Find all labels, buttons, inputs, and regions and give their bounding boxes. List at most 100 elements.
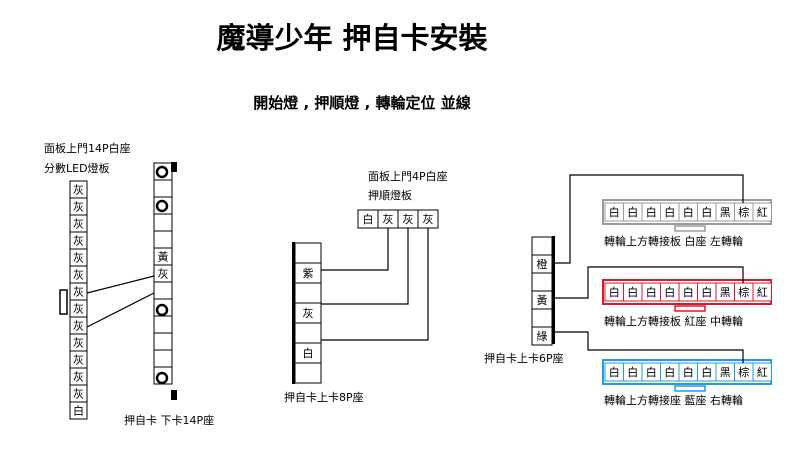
- left-header-cell-label: 灰: [73, 234, 84, 248]
- upper-6p-cell: [531, 236, 553, 256]
- upper-6p-board: 橙黃綠 押自卡上卡6P座: [484, 236, 564, 365]
- page-title: 魔導少年 押自卡安裝: [216, 21, 488, 55]
- left-header-cell-label: 灰: [73, 353, 84, 367]
- upper-6p-right-bar: [552, 236, 555, 344]
- mount-hole: [155, 199, 169, 213]
- left-header-cell-label: 灰: [73, 183, 84, 197]
- middle-4p-header: 面板上門4P白座 押順燈板 白灰灰灰: [357, 169, 448, 229]
- reel-board-cell-label: 黑: [720, 366, 731, 379]
- left-header-cell-label: 灰: [73, 251, 84, 265]
- reel-board-cell-label: 白: [683, 205, 694, 219]
- lower-board-cell-label: 黃: [158, 251, 169, 264]
- lower-board-cells: 黃灰: [153, 162, 173, 385]
- reel-board-cell-label: 白: [664, 205, 675, 219]
- upper-8p-cell-label: 紫: [303, 267, 314, 280]
- wire-purple: [321, 228, 389, 271]
- left-header-cell-label: 灰: [73, 387, 84, 401]
- reel-board-cell-label: 白: [646, 365, 657, 379]
- lower-board-bottom-tab: [171, 390, 177, 400]
- lower-board-cell-label: 灰: [158, 267, 169, 281]
- left-header-line1: 面板上門14P白座: [44, 141, 131, 155]
- reel-board-cell-label: 白: [701, 285, 712, 299]
- left-header-cell-label: 灰: [73, 370, 84, 384]
- reel-board-cell-label: 白: [627, 285, 638, 299]
- reel-board-cell: [752, 362, 772, 382]
- reel-board-cell-label: 紅: [757, 286, 768, 299]
- upper-6p-cell-label: 黃: [537, 294, 548, 307]
- reel-board-cell-label: 黑: [720, 286, 731, 299]
- left-header-cell: [69, 401, 88, 420]
- left-header-cell-label: 灰: [73, 200, 84, 214]
- upper-8p-cells: 紫灰白: [294, 242, 322, 384]
- upper-6p-cell-label: 綠: [537, 330, 548, 343]
- upper-6p-caption: 押自卡上卡6P座: [484, 351, 564, 365]
- upper-6p-cell-label: 橙: [537, 257, 548, 271]
- lower-board-cell: [153, 332, 173, 351]
- reel-board-cell-label: 白: [646, 205, 657, 219]
- left-header-cell-label: 灰: [73, 268, 84, 282]
- reel-board-cell-label: 白: [609, 285, 620, 299]
- left-header-cell-label: 白: [73, 404, 84, 418]
- wire-gray-2: [321, 228, 409, 305]
- reel-board-caption: 轉輪上方轉接板 白座 左轉輪: [604, 234, 743, 248]
- middle-header-cells: 白灰灰灰: [357, 209, 439, 229]
- right-wires: [554, 174, 744, 363]
- wire-yellow: [86, 275, 155, 294]
- lower-board-top-tab: [171, 162, 177, 172]
- left-header-line2: 分數LED燈板: [44, 161, 110, 175]
- wire-green: [554, 331, 744, 363]
- left-header-cell-label: 灰: [73, 217, 84, 231]
- reel-board-cell-label: 棕: [738, 365, 749, 379]
- upper-8p-board: 紫灰白 押自卡上卡8P座: [284, 242, 364, 404]
- middle-header-line1: 面板上門4P白座: [368, 169, 448, 183]
- reel-board-cell: [752, 202, 772, 222]
- reel-board-caption: 轉輪上方轉接板 紅座 中轉輪: [604, 314, 743, 328]
- mount-hole: [155, 371, 169, 385]
- left-header-cell-label: 灰: [73, 285, 84, 299]
- middle-header-cell-label: 灰: [403, 212, 414, 226]
- wire-gray: [86, 292, 155, 328]
- reel-board-cell-label: 紅: [757, 366, 768, 379]
- middle-header-cell-label: 灰: [383, 212, 394, 226]
- reel-board-caption: 轉輪上方轉接座 藍座 右轉輪: [604, 393, 743, 407]
- reel-board-cell: [752, 282, 772, 302]
- reel-board-connector: [674, 385, 706, 392]
- middle-wires: [321, 228, 429, 341]
- reel-board-cell-label: 白: [646, 285, 657, 299]
- lower-board-cell: [153, 315, 173, 334]
- reel-board-cell-label: 棕: [738, 205, 749, 219]
- left-header-cell-label: 灰: [73, 302, 84, 316]
- left-wires: [86, 275, 155, 328]
- lower-board-cell: [153, 213, 173, 232]
- lower-board-cell: [153, 230, 173, 249]
- reel-board-connector: [674, 225, 706, 232]
- upper-8p-cell-label: 白: [303, 346, 314, 360]
- reel-board: 白白白白白白黑棕紅轉輪上方轉接板 紅座 中轉輪: [602, 279, 772, 328]
- reel-board-cell-label: 白: [609, 365, 620, 379]
- upper-8p-cell-label: 灰: [303, 306, 314, 320]
- middle-header-cell-label: 灰: [423, 212, 434, 226]
- upper-6p-cells: 橙黃綠: [531, 236, 553, 346]
- reel-board-cell-label: 白: [664, 365, 675, 379]
- reel-board-cell-label: 白: [627, 205, 638, 219]
- upper-8p-cell: [294, 282, 322, 304]
- upper-8p-cell: [294, 322, 322, 344]
- reel-board-cell-label: 白: [701, 365, 712, 379]
- left-header-latch: [59, 289, 68, 315]
- lower-board-cell: [153, 281, 173, 300]
- wire-yellow-2: [554, 266, 744, 299]
- reel-board-cell-label: 白: [627, 365, 638, 379]
- wire-orange: [554, 174, 744, 264]
- lower-board-cell: [153, 349, 173, 368]
- reel-board-cell-label: 白: [609, 205, 620, 219]
- middle-header-cell-label: 白: [363, 212, 374, 226]
- lower-14p-board: 黃灰 押自卡 下卡14P座: [124, 162, 214, 427]
- upper-6p-cell: [531, 272, 553, 292]
- reel-board: 白白白白白白黑棕紅轉輪上方轉接板 白座 左轉輪: [602, 199, 772, 248]
- left-header-cell-label: 灰: [73, 336, 84, 350]
- reel-board-cell-label: 棕: [738, 285, 749, 299]
- upper-8p-cell: [294, 362, 322, 384]
